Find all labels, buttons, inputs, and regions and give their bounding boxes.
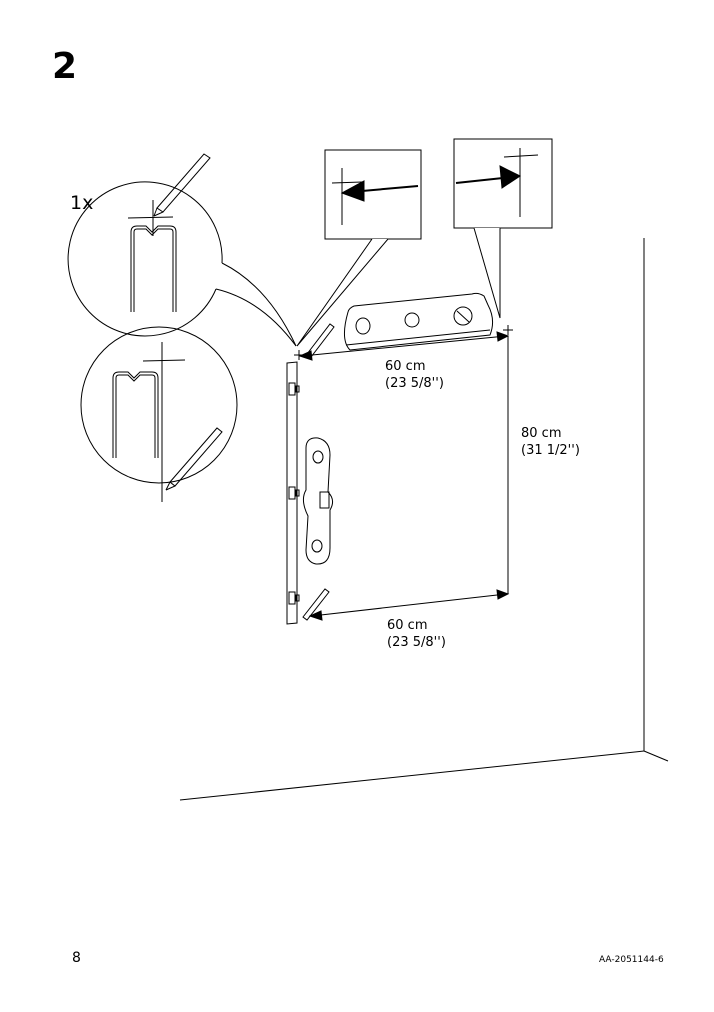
wall-corner	[179, 238, 669, 801]
wall-rail	[286, 361, 300, 625]
pencil-icon	[302, 588, 330, 621]
zoom-box-left	[296, 149, 422, 347]
top-width-dimension: 60 cm (23 5/8'')	[385, 358, 444, 392]
bottom-width-dimension: 60 cm (23 5/8'')	[387, 617, 446, 651]
height-imperial: (31 1/2'')	[521, 443, 580, 458]
bottom-width-imperial: (23 5/8'')	[387, 635, 446, 650]
bottom-width-metric: 60 cm	[387, 618, 428, 633]
marks	[294, 325, 513, 360]
top-width-imperial: (23 5/8'')	[385, 376, 444, 391]
quantity-label: 1x	[70, 192, 94, 214]
top-width-metric: 60 cm	[385, 359, 426, 374]
zoom-box-right	[453, 138, 553, 319]
pencil-icon	[153, 153, 211, 217]
dimension-lines	[298, 331, 510, 621]
spirit-level	[344, 292, 494, 351]
detail-circle-mark-bottom	[80, 326, 238, 502]
mounting-bracket	[302, 437, 334, 565]
document-code: AA-2051144-6	[599, 955, 664, 965]
page-number: 8	[72, 950, 81, 966]
pencil-icon	[165, 427, 223, 491]
step-number: 2	[52, 46, 78, 87]
detail-circle-mark-top	[67, 153, 297, 347]
height-metric: 80 cm	[521, 426, 562, 441]
height-dimension: 80 cm (31 1/2'')	[521, 425, 580, 459]
